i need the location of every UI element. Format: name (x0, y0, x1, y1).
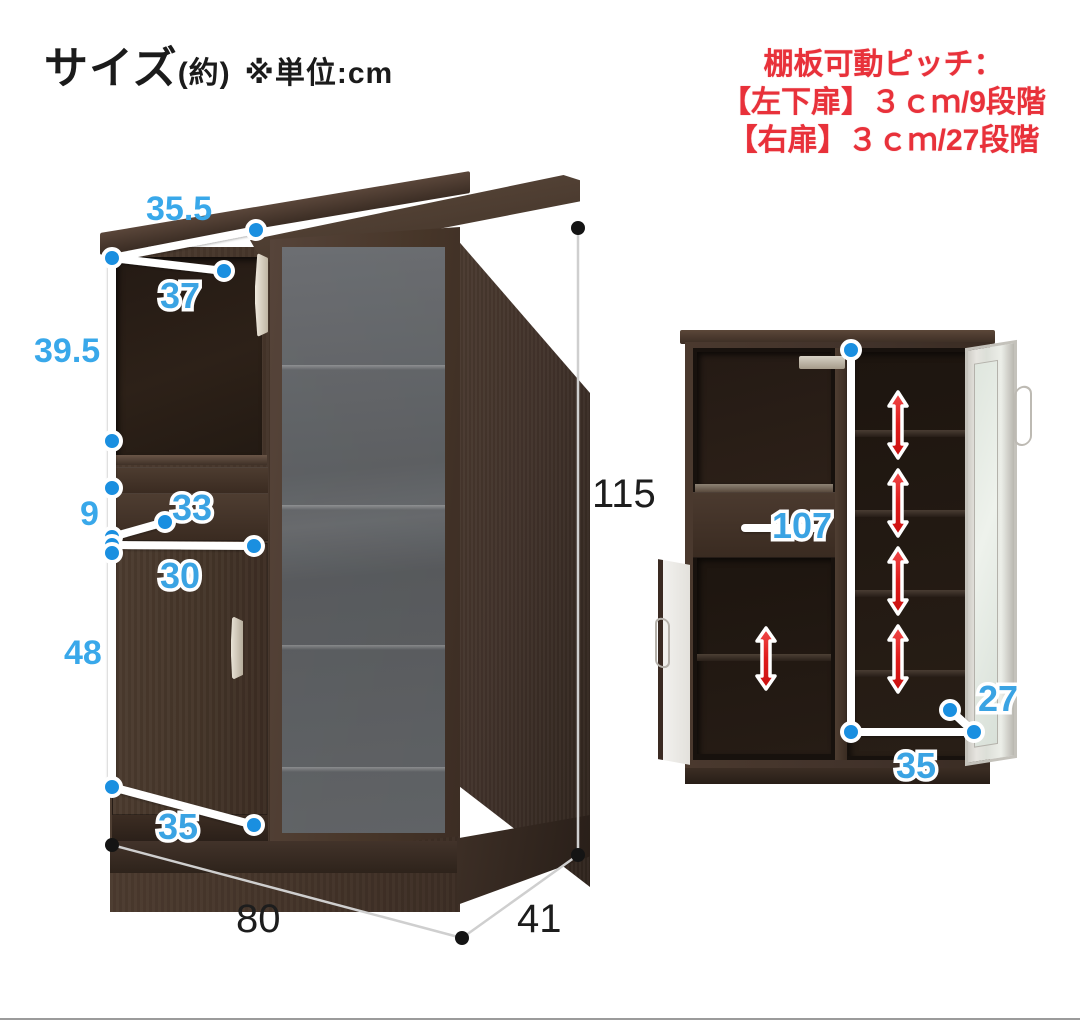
dim-label-35-5: 35.5 (146, 190, 213, 228)
open-upper-niche (697, 352, 845, 484)
dim-label-41: 41 (517, 897, 562, 941)
dim-label-35: 35 (154, 803, 201, 851)
dim-label-48: 48 (64, 634, 102, 672)
dim-label-30: 30 (156, 552, 203, 600)
open-left-door-handle-icon (655, 616, 670, 670)
cabinet-open-illustration (655, 330, 1055, 810)
left-adjustable-shelf (697, 654, 831, 661)
title-paren: (約) (177, 57, 231, 90)
glass-door-handle-icon (255, 253, 268, 337)
frosted-glass-panel (282, 247, 445, 833)
open-left-door (655, 559, 690, 765)
dim-label-80: 80 (236, 897, 281, 941)
glass-door-frame (270, 227, 460, 855)
upper-open-niche (114, 257, 262, 457)
dim-label-107: 107 (768, 502, 835, 550)
power-outlet-icon (799, 356, 845, 369)
niche-lower-rail (112, 467, 268, 496)
right-shelf-2 (848, 510, 982, 517)
open-cabinet-top-board (680, 330, 995, 344)
open-right-door-handle-icon (1014, 384, 1032, 448)
dim-label-27: 27 (974, 675, 1021, 723)
dim-label-37: 37 (156, 272, 203, 320)
right-tall-compartment (848, 352, 982, 756)
center-divider (835, 348, 847, 760)
pitch-line-2: 【左下扉】３ｃｍ/9段階 (720, 85, 1046, 119)
cabinet-base-side (457, 815, 590, 905)
dim-label-9: 9 (80, 495, 99, 533)
shelf-pitch-note: 棚板可動ピッチ： 【左下扉】３ｃｍ/9段階 【右扉】３ｃｍ/27段階 (721, 46, 1046, 159)
page-title: サイズ(約) ※単位:cm (44, 32, 393, 96)
right-shelf-4 (848, 670, 982, 677)
niche-shelf-lip (112, 455, 267, 465)
left-lower-compartment (697, 558, 831, 754)
title-main: サイズ (44, 44, 178, 93)
title-unit: ※単位:cm (244, 57, 394, 90)
niche-ledge (695, 484, 833, 492)
dim-label-35-right: 35 (892, 742, 939, 790)
pitch-line-1: 棚板可動ピッチ： (763, 48, 1004, 81)
right-shelf-3 (848, 590, 982, 597)
open-cabinet-carcass (685, 342, 990, 772)
door-handle-icon (231, 616, 243, 680)
open-cabinet-base (685, 768, 990, 784)
pitch-line-3: 【右扉】３ｃｍ/27段階 (727, 123, 1040, 157)
dim-label-39-5: 39.5 (34, 332, 101, 370)
dim-label-33: 33 (168, 484, 215, 532)
right-shelf-1 (848, 430, 982, 437)
dim-label-115: 115 (592, 472, 656, 516)
cabinet-right-side-panel (455, 237, 590, 887)
